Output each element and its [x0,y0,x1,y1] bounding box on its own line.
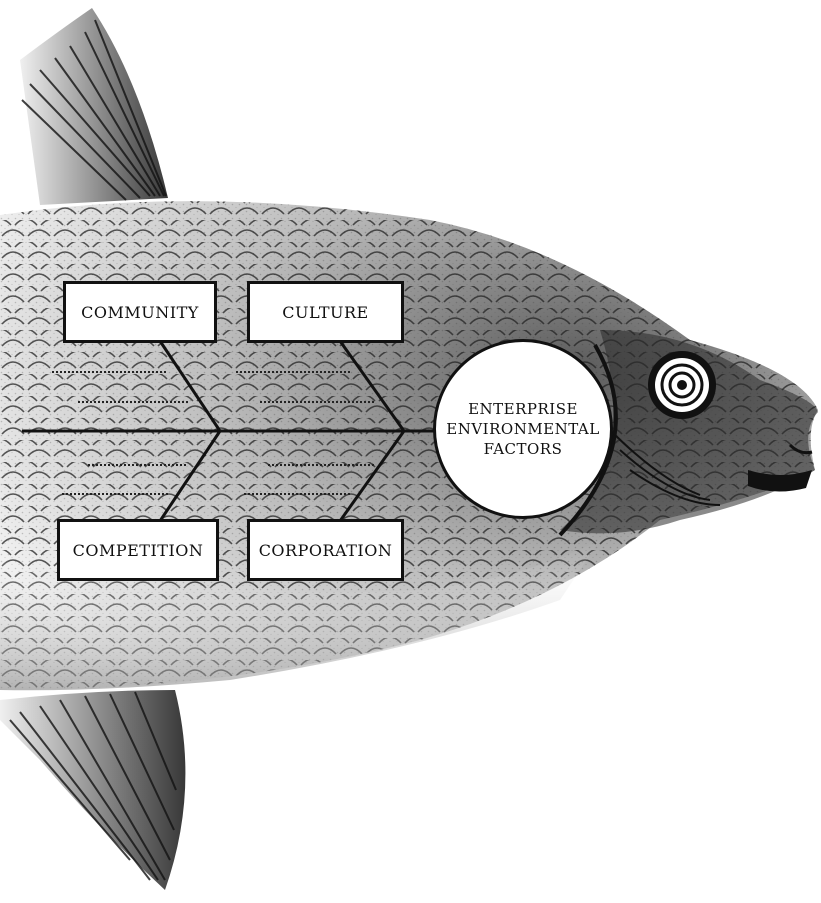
category-box-community: COMMUNITY [63,281,217,343]
category-box-culture: CULTURE [247,281,404,343]
category-box-corporation: CORPORATION [247,519,404,581]
category-label: CULTURE [282,303,368,322]
effect-label-line: FACTORS [484,439,563,459]
dorsal-fin [20,8,168,205]
pelvic-fin [0,690,185,890]
effect-label-line: ENVIRONMENTAL [446,419,599,439]
category-box-competition: COMPETITION [57,519,219,581]
category-label: CORPORATION [259,541,393,560]
category-label: COMPETITION [73,541,204,560]
fish-eye [648,351,716,419]
effect-label-line: ENTERPRISE [468,399,578,419]
category-label: COMMUNITY [81,303,199,322]
effect-circle: ENTERPRISE ENVIRONMENTAL FACTORS [433,339,613,519]
